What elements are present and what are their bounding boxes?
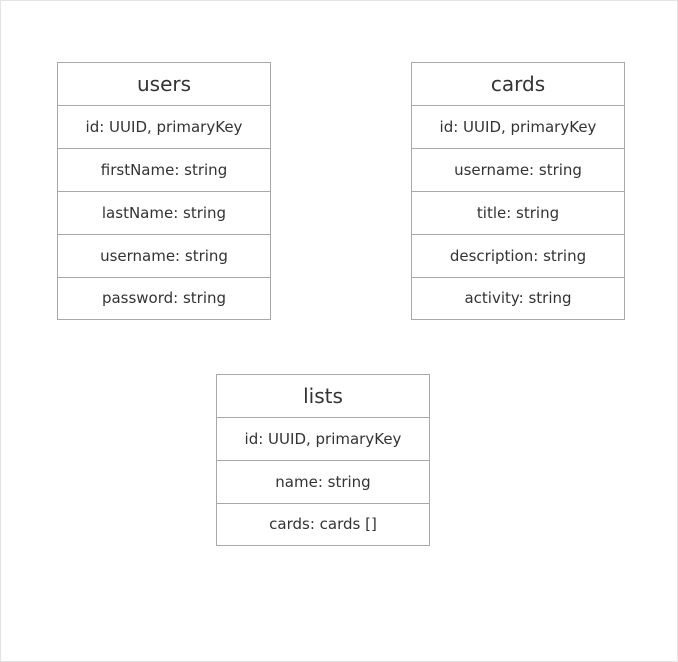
entity-field-username: username: string <box>58 235 270 278</box>
entity-field-name: name: string <box>217 461 429 504</box>
entity-field-description: description: string <box>412 235 624 278</box>
entity-cards-table[interactable]: cards id: UUID, primaryKey username: str… <box>411 62 625 320</box>
entity-field-username: username: string <box>412 149 624 192</box>
entity-field-title: title: string <box>412 192 624 235</box>
entity-field-cards: cards: cards [] <box>269 515 377 533</box>
entity-field-activity: activity: string <box>464 289 572 307</box>
entity-field-lastname: lastName: string <box>58 192 270 235</box>
entity-field-id: id: UUID, primaryKey <box>58 106 270 149</box>
entity-title: cards <box>412 63 624 106</box>
entity-field-password: password: string <box>101 289 227 307</box>
entity-title: lists <box>217 375 429 418</box>
entity-field-firstname: firstName: string <box>58 149 270 192</box>
entity-field-id: id: UUID, primaryKey <box>217 418 429 461</box>
entity-title: users <box>58 63 270 106</box>
entity-users-table[interactable]: users id: UUID, primaryKey firstName: st… <box>57 62 271 320</box>
entity-field-id: id: UUID, primaryKey <box>412 106 624 149</box>
entity-lists-table[interactable]: lists id: UUID, primaryKey name: string … <box>216 374 430 546</box>
